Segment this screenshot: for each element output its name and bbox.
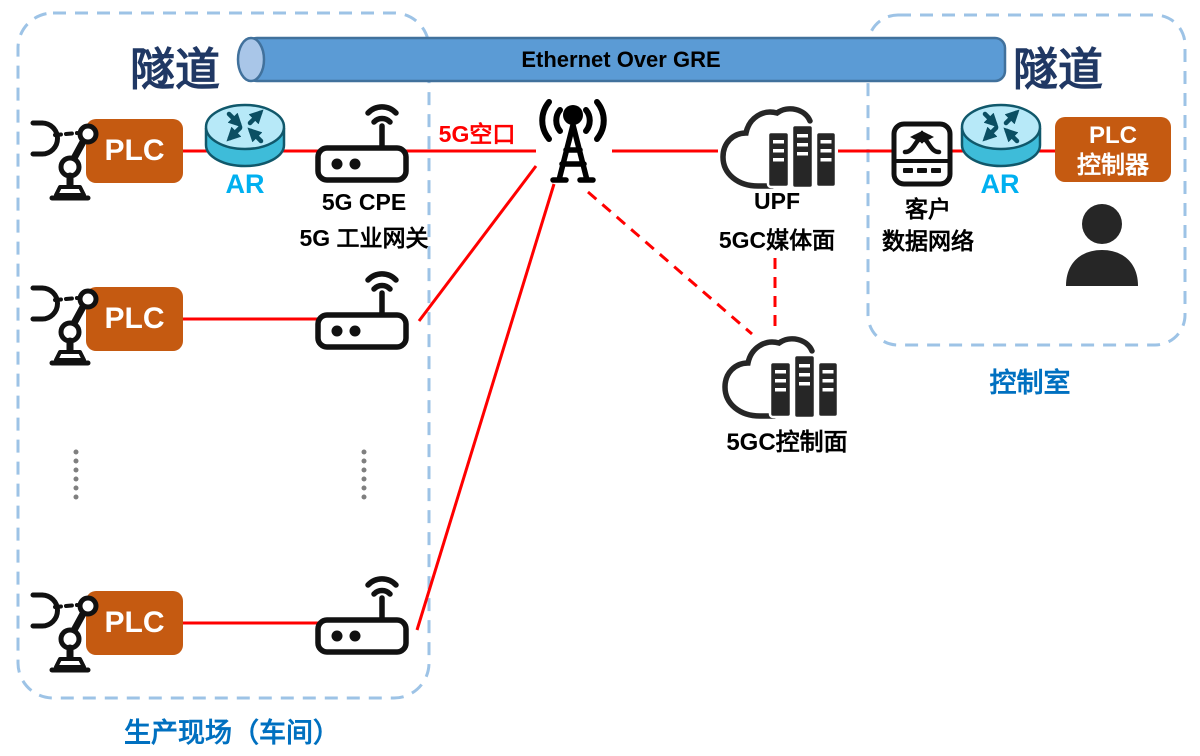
control-plane-link-dashed [587,190,753,336]
control-room-box [866,13,1187,347]
gre-tunnel-pipe [236,36,1007,83]
plc-label: PLC [104,134,165,167]
ar-label: AR [225,169,265,199]
ar-label: AR [980,169,1020,199]
upf-label-line2: 5GC媒体面 [718,227,836,253]
plc-label: PLC [104,302,165,335]
air-interface-label: 5G空口 [438,121,516,147]
plc-label: PLC [104,606,165,639]
customer-network-line1: 客户 [905,196,951,222]
ellipsis-dots [73,449,367,500]
customer-network-line2: 数据网络 [882,228,974,254]
control-plane-label: 5GC控制面 [726,429,848,456]
5g-cpe-icon [318,274,406,347]
upf-label-line1: UPF [754,188,800,214]
production-zone-box [16,11,431,700]
ar-router-icon [962,105,1040,166]
cpe-label-line2: 5G 工业网关 [299,225,429,251]
tunnel-label-right: 隧道 [1012,44,1104,95]
cpe-label-line1: 5G CPE [321,189,407,215]
control-plane-cloud-icon [725,339,838,418]
control-room-zone-label: 控制室 [989,368,1071,398]
gre-banner-label: Ethernet Over GRE [521,47,721,72]
switch-icon [891,121,953,187]
operator-person-icon [1066,204,1138,286]
plc-controller-label: PLC 控制器 [1055,121,1171,181]
tunnel-label-left: 隧道 [129,44,221,95]
ar-router-icon [206,105,284,166]
upf-cloud-icon [723,109,836,188]
production-zone-label: 生产现场（车间） [124,718,340,748]
plc-controller-box [1055,117,1171,182]
plc-boxes [86,117,1171,655]
5g-cpe-icon [318,107,406,180]
5g-cpe-icon [318,579,406,652]
plc-controller-line1: PLC [1089,122,1137,149]
connection-lines [183,149,1056,631]
plc-controller-line2: 控制器 [1077,152,1149,179]
base-station-icon [539,99,607,183]
